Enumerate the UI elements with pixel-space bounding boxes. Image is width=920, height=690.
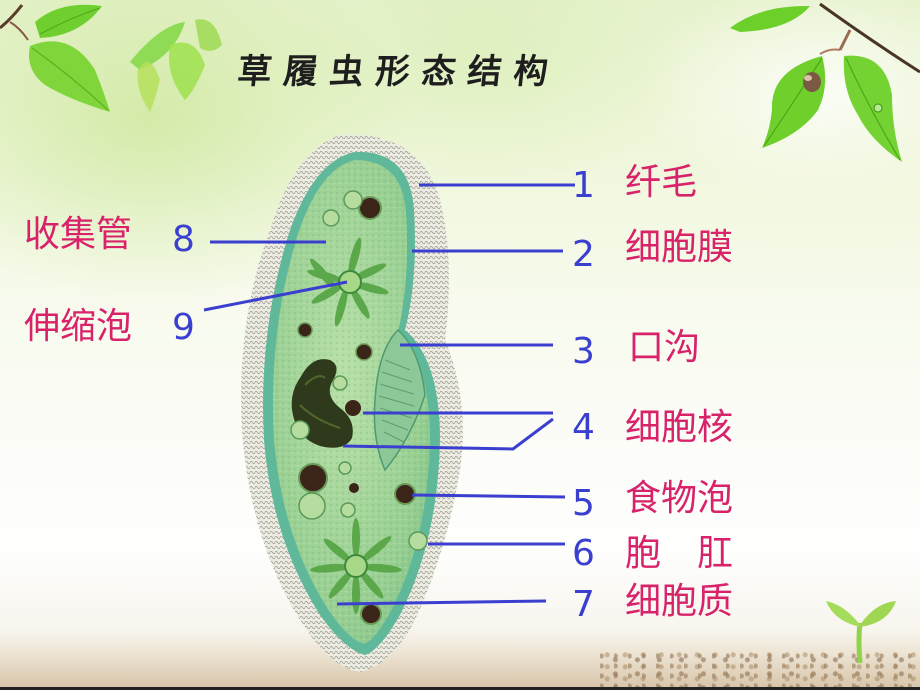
contractile-vacuole-bottom bbox=[310, 518, 402, 614]
label-7-cytoplasm: 细胞质 bbox=[625, 581, 734, 622]
micronucleus bbox=[345, 400, 361, 416]
label-6-anal-pore: 胞 肛 bbox=[625, 533, 734, 574]
leader-lines bbox=[203, 183, 575, 606]
soil-texture bbox=[600, 650, 920, 690]
label-7-number: 7 bbox=[572, 584, 595, 625]
leaves-top-right-icon bbox=[730, 2, 920, 162]
label-8-collecting-canal: 收集管 bbox=[24, 214, 133, 255]
label-5-number: 5 bbox=[572, 483, 595, 524]
label-1-cilia: 纤毛 bbox=[625, 162, 698, 203]
contractile-vacuole-top bbox=[307, 237, 389, 327]
food-vacuoles bbox=[290, 190, 428, 625]
label-8-number: 8 bbox=[172, 219, 195, 260]
label-1-number: 1 bbox=[572, 165, 595, 206]
label-4-number: 4 bbox=[572, 407, 595, 448]
leaves-top-left-icon bbox=[0, 4, 222, 112]
label-6-number: 6 bbox=[572, 533, 595, 574]
bottom-edge bbox=[0, 687, 920, 690]
label-3-number: 3 bbox=[572, 331, 595, 372]
label-4-nucleus: 细胞核 bbox=[625, 407, 734, 448]
label-9-contractile-vacuole: 伸缩泡 bbox=[24, 306, 133, 347]
label-9-number: 9 bbox=[172, 307, 195, 348]
label-2-number: 2 bbox=[572, 234, 595, 275]
sprout-icon bbox=[826, 601, 896, 664]
label-3-oral-groove: 口沟 bbox=[628, 327, 701, 368]
label-5-food-vacuole: 食物泡 bbox=[625, 478, 734, 519]
oral-groove bbox=[373, 328, 426, 472]
label-2-cell-membrane: 细胞膜 bbox=[625, 227, 734, 268]
